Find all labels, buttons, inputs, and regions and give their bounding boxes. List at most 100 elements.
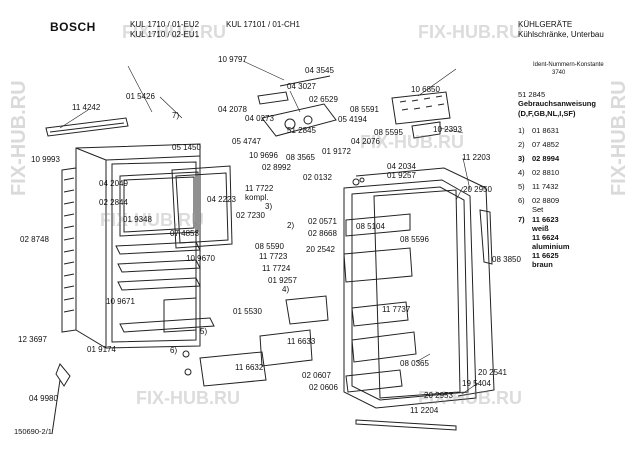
legend-item-val: 02 8809 — [532, 196, 560, 205]
part-label: 05 4747 — [232, 137, 261, 146]
part-label: 10 9670 — [186, 254, 215, 263]
part-label: 11 7723 — [259, 252, 288, 261]
model-line-1a: KUL 1710 / 01-EU2 — [130, 20, 200, 29]
part-label: 10 9993 — [31, 155, 60, 164]
legend-color-2: aluminium — [532, 242, 570, 251]
part-label: 01 9348 — [123, 215, 152, 224]
part-label: 11 4242 — [72, 103, 101, 112]
part-label: 08 0365 — [400, 359, 429, 368]
part-label: 04 2049 — [99, 179, 128, 188]
part-label: 01 9174 — [87, 345, 116, 354]
legend-item-val: 11 7432 — [532, 182, 559, 191]
ident-label: Ident-Nummern-Konstante — [533, 62, 604, 68]
part-label: 02 0571 — [308, 217, 337, 226]
part-label: 02 0607 — [302, 371, 331, 380]
part-label: 08 5595 — [374, 128, 403, 137]
part-label: 08 3565 — [286, 153, 315, 162]
model-line-2: KUL 1710 / 02-EU1 — [130, 30, 200, 39]
part-label: 08 5104 — [356, 222, 385, 231]
part-label: 01 9172 — [322, 147, 351, 156]
part-label: 01 9257 — [268, 276, 297, 285]
part-label: 10 9696 — [249, 151, 278, 160]
watermark-left: FIX-HUB.RU — [8, 80, 30, 196]
watermark-mid-1: FIX-HUB.RU — [100, 210, 204, 230]
legend-languages: (D,F,GB,NL,I,SF) — [518, 109, 576, 118]
legend-item7-val: 11 6623 — [532, 215, 559, 224]
part-label: 6) — [170, 346, 178, 355]
watermark-bottom-1: FIX-HUB.RU — [136, 388, 240, 408]
part-label: 04 3027 — [287, 82, 316, 91]
part-label: 01 9257 — [387, 171, 416, 180]
part-label: 02 8748 — [20, 235, 49, 244]
watermark-top-2: FIX-HUB.RU — [418, 22, 522, 42]
part-label: 04 2034 — [387, 162, 416, 171]
watermark-bottom-2: FIX-HUB.RU — [418, 388, 522, 408]
part-label: 01 5530 — [233, 307, 262, 316]
legend-item-val: 02 8810 — [532, 168, 560, 177]
legend-item-num: 2) — [518, 140, 525, 149]
model-line-1b: KUL 17101 / 01-CH1 — [226, 20, 300, 29]
legend-color-1: weiß — [532, 224, 549, 233]
legend-item-val: 01 8631 — [532, 126, 560, 135]
part-label: 02 6529 — [309, 95, 338, 104]
part-label: 01 5426 — [126, 92, 155, 101]
part-label: 10 6850 — [411, 85, 440, 94]
part-label: 20 2542 — [306, 245, 335, 254]
part-label: 04 2076 — [351, 137, 380, 146]
part-label: 4) — [282, 285, 290, 294]
legend-item-num: 1) — [518, 126, 525, 135]
part-label: kompl. — [245, 193, 269, 202]
part-label: 2) — [287, 221, 295, 230]
legend-part-2: 11 6624 — [532, 233, 559, 242]
part-label: 11 7722 — [245, 184, 274, 193]
part-label: 3) — [265, 202, 273, 211]
part-label: 12 3697 — [18, 335, 47, 344]
legend-color-3: braun — [532, 260, 553, 269]
part-label: 5) — [200, 327, 208, 336]
part-label: 04 0273 — [245, 114, 274, 123]
part-label: 05 1450 — [172, 143, 201, 152]
part-label: 11 6633 — [287, 337, 316, 346]
part-label: 08 3850 — [492, 255, 521, 264]
brand-logo-text: BOSCH — [50, 20, 96, 34]
category-title: KÜHLGERÄTE — [518, 20, 573, 29]
ident-value: 3740 — [552, 70, 566, 76]
legend-part: 51 2845 — [518, 90, 546, 99]
part-label: 02 0606 — [309, 383, 338, 392]
part-label: 07 4853 — [170, 229, 199, 238]
watermark-right: FIX-HUB.RU — [608, 80, 630, 196]
part-label: 04 2223 — [207, 195, 236, 204]
part-label: 10 2393 — [433, 125, 462, 134]
legend-set-label: Set — [532, 205, 544, 214]
part-label: 04 2078 — [218, 105, 247, 114]
part-label: 02 7230 — [236, 211, 265, 220]
legend-title: Gebrauchsanweisung — [518, 99, 596, 108]
part-label: 19 5404 — [462, 379, 491, 388]
watermark-mid-2: FIX-HUB.RU — [360, 132, 464, 152]
legend-item-num: 6) — [518, 196, 525, 205]
part-label: 11 2203 — [462, 153, 491, 162]
part-label: 10 9671 — [106, 297, 135, 306]
doc-id: 150690-2/1 — [14, 427, 52, 436]
part-label: 10 9797 — [218, 55, 247, 64]
part-label: 08 5596 — [400, 235, 429, 244]
part-label: 05 4194 — [338, 115, 367, 124]
part-label: 20 2950 — [463, 185, 492, 194]
part-label: 02 8668 — [308, 229, 337, 238]
legend-item-num: 3) — [518, 154, 525, 163]
part-label: 04 3545 — [305, 66, 334, 75]
legend-item-num: 4) — [518, 168, 525, 177]
part-label: 02 2844 — [99, 198, 128, 207]
part-label: 11 7737 — [382, 305, 411, 314]
part-label: 11 7724 — [262, 264, 291, 273]
legend-item7-num: 7) — [518, 215, 525, 224]
legend-part-3: 11 6625 — [532, 251, 559, 260]
part-label: 04 9980 — [29, 394, 58, 403]
part-label: 51 2845 — [287, 126, 316, 135]
part-label: 08 5590 — [255, 242, 284, 251]
watermark-top-1: FIX-HUB.RU — [122, 22, 226, 42]
part-label: 20 2953 — [424, 391, 453, 400]
part-label: 08 5591 — [350, 105, 379, 114]
